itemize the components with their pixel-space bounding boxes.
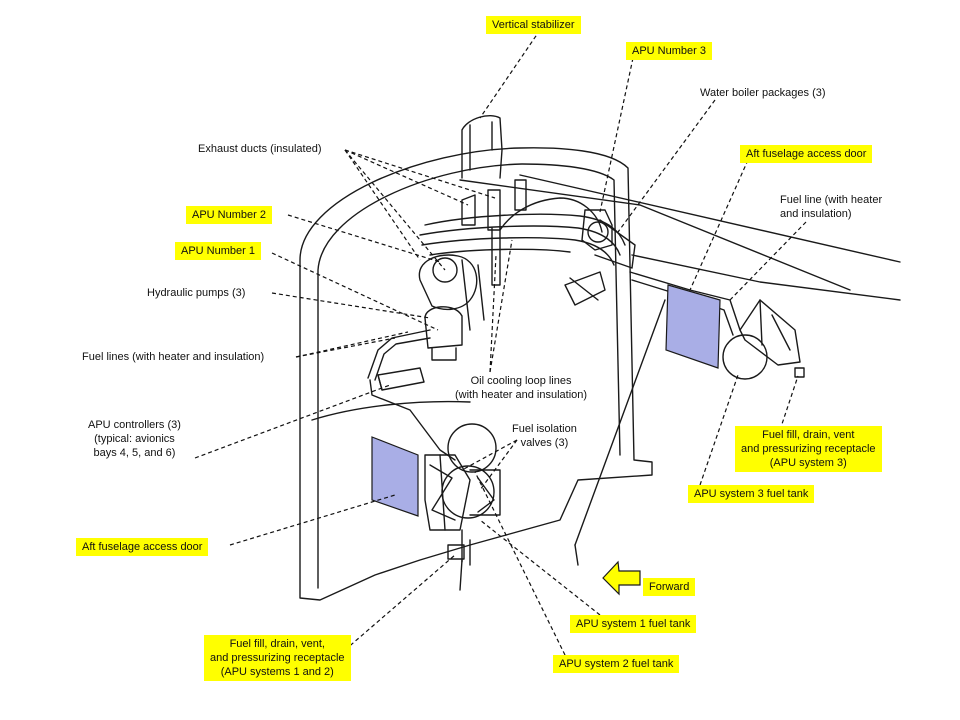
fuel-line-left [367,329,431,379]
leader-apu-number-3 [599,57,634,213]
bulkhead-plane-upper [519,174,901,263]
label-forward: Forward [643,578,696,596]
leader-fuel-isolation-2 [479,439,518,491]
leader-apu-sys3-tank [699,374,739,486]
fuel-line-down [369,379,456,461]
leader-oil-cooling-2 [489,239,513,373]
aft-fuselage-access-door-right-panel [665,284,721,369]
label-aft-fuselage-access-door-right: Aft fuselage access door [740,145,873,163]
label-vertical-stabilizer: Vertical stabilizer [486,16,581,34]
forward-arrow [602,560,641,596]
fuselage-inner-outline [317,163,621,589]
bulkhead-plane-mid [631,254,901,301]
label-fuel-line-heater: Fuel line (with heater and insulation) [780,194,883,220]
hydraulic-pump-2 [424,306,463,349]
label-aft-fuselage-access-door-left: Aft fuselage access door [76,538,209,556]
leader-hydraulic-pumps [271,292,431,319]
label-apu-system-1-fuel-tank: APU system 1 fuel tank [570,615,697,633]
fuel-tank-frame-right-left [469,469,501,516]
label-fuel-lines-heater: Fuel lines (with heater and insulation) [82,351,265,363]
label-apu-number-1: APU Number 1 [175,242,261,260]
aft-fuselage-access-door-left-panel [371,436,419,517]
leader-fuel-lines-2 [295,331,409,358]
fill-receptacle-right-box [794,367,805,378]
label-apu-system-3-fuel-tank: APU system 3 fuel tank [688,485,815,503]
leader-apu-sys1-tank [479,519,601,616]
label-exhaust-ducts: Exhaust ducts (insulated) [198,143,322,155]
leader-aft-door-left [229,494,396,546]
label-water-boiler-packages: Water boiler packages (3) [700,87,826,99]
pipe-bundle-2 [419,225,621,256]
bulkhead-plane-top [459,179,851,291]
leader-vertical-stabilizer [479,29,541,119]
label-hydraulic-pumps: Hydraulic pumps (3) [147,287,246,299]
label-apu-controllers: APU controllers (3) (typical: avionics b… [88,419,181,459]
aft-edge-line [574,299,666,546]
label-fuel-fill-receptacle-sys3: Fuel fill, drain, vent and pressurizing … [735,426,882,472]
exhaust-duct-left [461,194,476,226]
exhaust-duct-mid [487,189,501,231]
fuselage-outline [299,147,653,601]
fuselage-rib [311,400,471,421]
apu-support-strut [461,259,485,331]
leader-water-boiler [617,99,716,233]
leader-apu-number-1 [271,252,439,331]
pipe-bundle-4 [429,248,571,256]
leader-fuel-isolation-1 [461,439,518,471]
label-fuel-isolation-valves: Fuel isolation valves (3) [512,423,577,449]
leader-exhaust-ducts-2 [344,149,496,199]
leader-apu-sys2-tank [474,471,566,656]
apu-controller-box [377,367,425,391]
apu-system-3-fuel-tank-shape [722,334,768,380]
fill-receptacle-left-stand [461,529,471,566]
fuel-line-right [629,271,741,331]
leader-fuel-line-right [729,221,807,301]
leader-exhaust-ducts-4 [344,149,446,271]
hydraulic-pump-1 [432,257,458,283]
label-fuel-fill-receptacle-sys12: Fuel fill, drain, vent, and pressurizing… [204,635,351,681]
apu-3-mount [564,271,606,306]
fuel-line-left-2 [374,337,431,381]
fuel-tank-frame-left [424,454,471,531]
fill-receptacle-left-box [447,544,465,560]
label-apu-number-2: APU Number 2 [186,206,272,224]
leader-aft-door-right [689,159,749,291]
vertical-stabilizer-shape [461,114,503,179]
fuel-tank-frame-right [739,299,801,366]
lower-floor-line [459,559,463,591]
apu-system-1-fuel-tank-shape [441,465,495,519]
leader-fuel-fill-sys12 [344,554,456,651]
aft-edge-vertical [574,544,579,566]
apu-3-body [581,209,613,251]
pipe-bundle-3 [421,237,615,266]
leader-exhaust-ducts-1 [344,149,469,206]
label-oil-cooling-loop-lines: Oil cooling loop lines (with heater and … [455,375,588,401]
leader-apu-controllers [194,384,391,459]
exhaust-duct-right [514,179,527,211]
leader-oil-cooling [489,254,497,373]
apu-system-2-fuel-tank-shape [447,423,497,473]
label-apu-system-2-fuel-tank: APU system 2 fuel tank [553,655,680,673]
leader-fuel-fill-sys3 [779,375,799,431]
apu-3-exhaust [594,219,636,269]
leader-exhaust-ducts-3 [344,149,421,261]
label-apu-number-3: APU Number 3 [626,42,712,60]
leader-apu-number-2 [287,214,441,263]
apu-3-turbine [587,221,609,243]
